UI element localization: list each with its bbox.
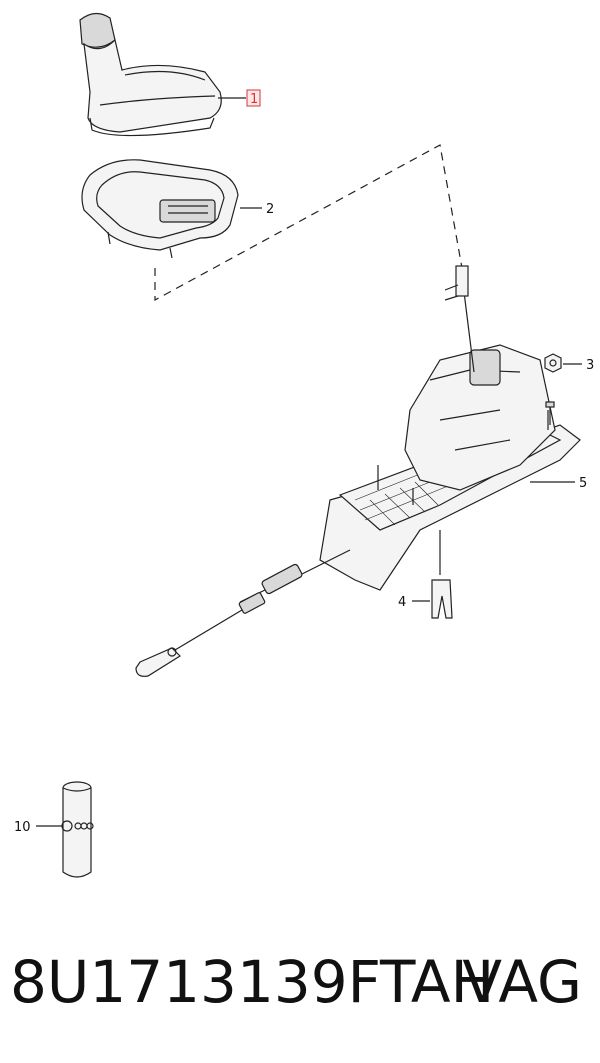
retaining-clip [431, 530, 453, 619]
shift-knob-boot [79, 12, 222, 137]
callout-3: 3 [586, 358, 594, 373]
callout-1: 1 [250, 92, 258, 107]
callout-2: 2 [266, 202, 274, 217]
callout-5: 5 [579, 476, 587, 491]
callout-4: 4 [398, 595, 406, 610]
trim-frame [81, 159, 239, 259]
brand-label: VAG [462, 948, 582, 1016]
grease-tube [61, 781, 94, 878]
exploded-parts-diagram: 1 2 5 [14, 12, 594, 878]
shifter-housing [319, 344, 581, 591]
callout-10: 10 [14, 820, 31, 835]
selector-cable [135, 549, 351, 677]
hex-nut [544, 353, 562, 425]
part-number: 8U1713139FTAH [10, 948, 495, 1016]
